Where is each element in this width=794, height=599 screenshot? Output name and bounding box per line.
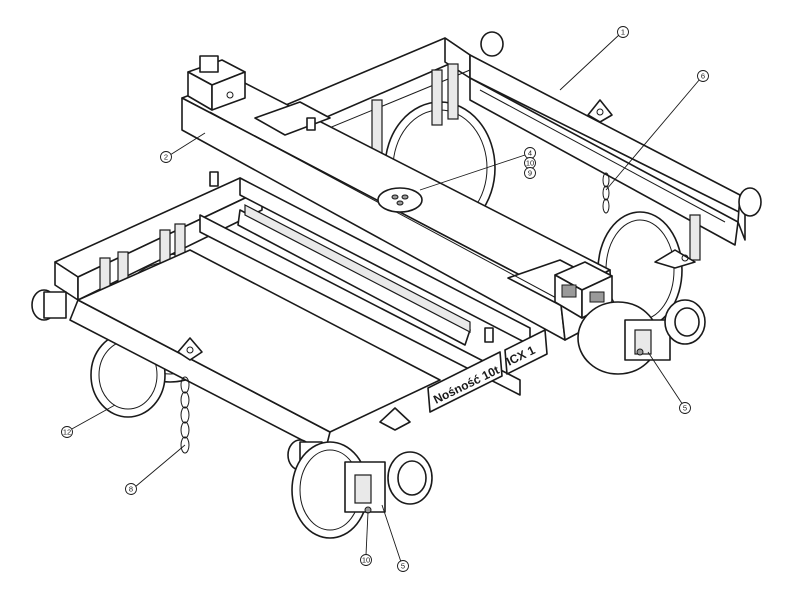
callout-4: 4 — [524, 147, 536, 159]
callout-2: 2 — [160, 151, 172, 163]
callout-9: 9 — [524, 167, 536, 179]
lifting-lugs — [177, 99, 696, 431]
callout-5-lower: 5 — [397, 560, 409, 572]
front-bottom-wheel — [291, 441, 433, 539]
callout-10-lower-label: 10 — [362, 556, 370, 565]
callout-6-label: 6 — [701, 72, 705, 81]
callout-10-upper: 10 — [524, 157, 536, 169]
callout-4-label: 4 — [528, 149, 532, 158]
chain-front — [180, 376, 190, 454]
id-plate: ICX 1 — [504, 329, 548, 375]
callout-5-right-label: 5 — [683, 404, 687, 413]
chain-rear — [602, 172, 610, 214]
callout-10-upper-label: 10 — [526, 159, 534, 168]
callout-10-lower: 10 — [360, 554, 372, 566]
longitudinal-beams — [77, 177, 531, 433]
callout-1-label: 1 — [621, 28, 625, 37]
rear-frame — [254, 37, 746, 261]
callout-12-label: 12 — [63, 428, 71, 437]
buffers — [31, 31, 762, 471]
callout-8-label: 8 — [129, 485, 133, 494]
callout-1: 1 — [617, 26, 629, 38]
callout-2-label: 2 — [164, 153, 168, 162]
front-frame — [54, 177, 331, 453]
callout-8: 8 — [125, 483, 137, 495]
callout-12: 12 — [61, 426, 73, 438]
callout-9-label: 9 — [528, 169, 532, 178]
callout-5-lower-label: 5 — [401, 562, 405, 571]
callout-5-right: 5 — [679, 402, 691, 414]
callout-leaders — [69, 33, 701, 566]
rear-bottom-wheel — [577, 299, 706, 375]
cross-member — [181, 77, 613, 343]
lock-box-left — [187, 55, 246, 111]
callout-6: 6 — [697, 70, 709, 82]
